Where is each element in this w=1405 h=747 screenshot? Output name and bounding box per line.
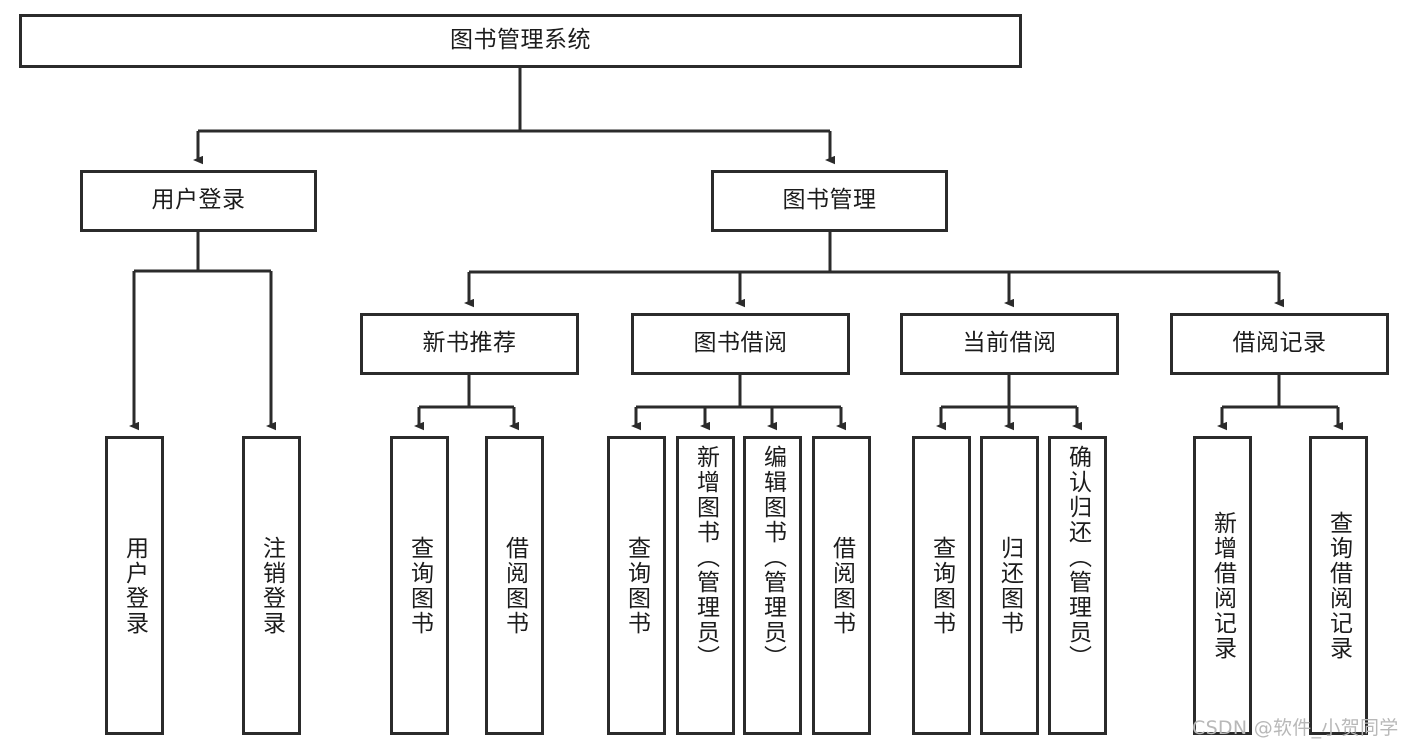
leaf-query-book-borrow-label: 查询图书	[623, 535, 650, 636]
node-borrow-record[interactable]: 借阅记录	[1170, 313, 1389, 375]
leaf-query-book-borrow[interactable]: 查询图书	[607, 436, 666, 735]
leaf-confirm-return-admin-label: 确认归还（管理员）	[1064, 445, 1091, 670]
leaf-borrow-book-recommend-label: 借阅图书	[501, 535, 528, 636]
leaf-query-book-recommend[interactable]: 查询图书	[390, 436, 449, 735]
leaf-query-borrow-record-label: 查询借阅记录	[1325, 510, 1352, 661]
leaf-borrow-book-label: 借阅图书	[828, 535, 855, 636]
leaf-user-login[interactable]: 用户登录	[105, 436, 164, 735]
leaf-return-book-label: 归还图书	[996, 535, 1023, 636]
node-borrow-record-label: 借阅记录	[1232, 330, 1327, 357]
node-book-borrow-label: 图书借阅	[693, 330, 788, 357]
leaf-edit-book-admin-label: 编辑图书（管理员）	[759, 445, 786, 670]
leaf-logout[interactable]: 注销登录	[242, 436, 301, 735]
leaf-borrow-book-recommend[interactable]: 借阅图书	[485, 436, 544, 735]
leaf-user-login-label: 用户登录	[121, 535, 148, 636]
leaf-add-borrow-record[interactable]: 新增借阅记录	[1193, 436, 1252, 735]
node-user-login[interactable]: 用户登录	[80, 170, 317, 232]
leaf-query-book-recommend-label: 查询图书	[406, 535, 433, 636]
node-current-borrow-label: 当前借阅	[962, 330, 1057, 357]
leaf-add-book-admin[interactable]: 新增图书（管理员）	[676, 436, 735, 735]
node-book-borrow[interactable]: 图书借阅	[631, 313, 850, 375]
leaf-borrow-book[interactable]: 借阅图书	[812, 436, 871, 735]
node-new-book-recommend-label: 新书推荐	[422, 330, 517, 357]
leaf-query-book-current-label: 查询图书	[928, 535, 955, 636]
node-book-management-label: 图书管理	[782, 187, 877, 214]
leaf-confirm-return-admin[interactable]: 确认归还（管理员）	[1048, 436, 1107, 735]
node-root-label: 图书管理系统	[450, 27, 591, 54]
csdn-watermark: CSDN @软件_小贺同学	[1192, 717, 1399, 739]
leaf-add-book-admin-label: 新增图书（管理员）	[692, 445, 719, 670]
node-user-login-label: 用户登录	[151, 187, 246, 214]
node-current-borrow[interactable]: 当前借阅	[900, 313, 1119, 375]
leaf-query-borrow-record[interactable]: 查询借阅记录	[1309, 436, 1368, 735]
node-root[interactable]: 图书管理系统	[19, 14, 1022, 68]
leaf-edit-book-admin[interactable]: 编辑图书（管理员）	[743, 436, 802, 735]
node-new-book-recommend[interactable]: 新书推荐	[360, 313, 579, 375]
leaf-query-book-current[interactable]: 查询图书	[912, 436, 971, 735]
leaf-return-book[interactable]: 归还图书	[980, 436, 1039, 735]
leaf-add-borrow-record-label: 新增借阅记录	[1209, 510, 1236, 661]
node-book-management[interactable]: 图书管理	[711, 170, 948, 232]
leaf-logout-label: 注销登录	[258, 535, 285, 636]
